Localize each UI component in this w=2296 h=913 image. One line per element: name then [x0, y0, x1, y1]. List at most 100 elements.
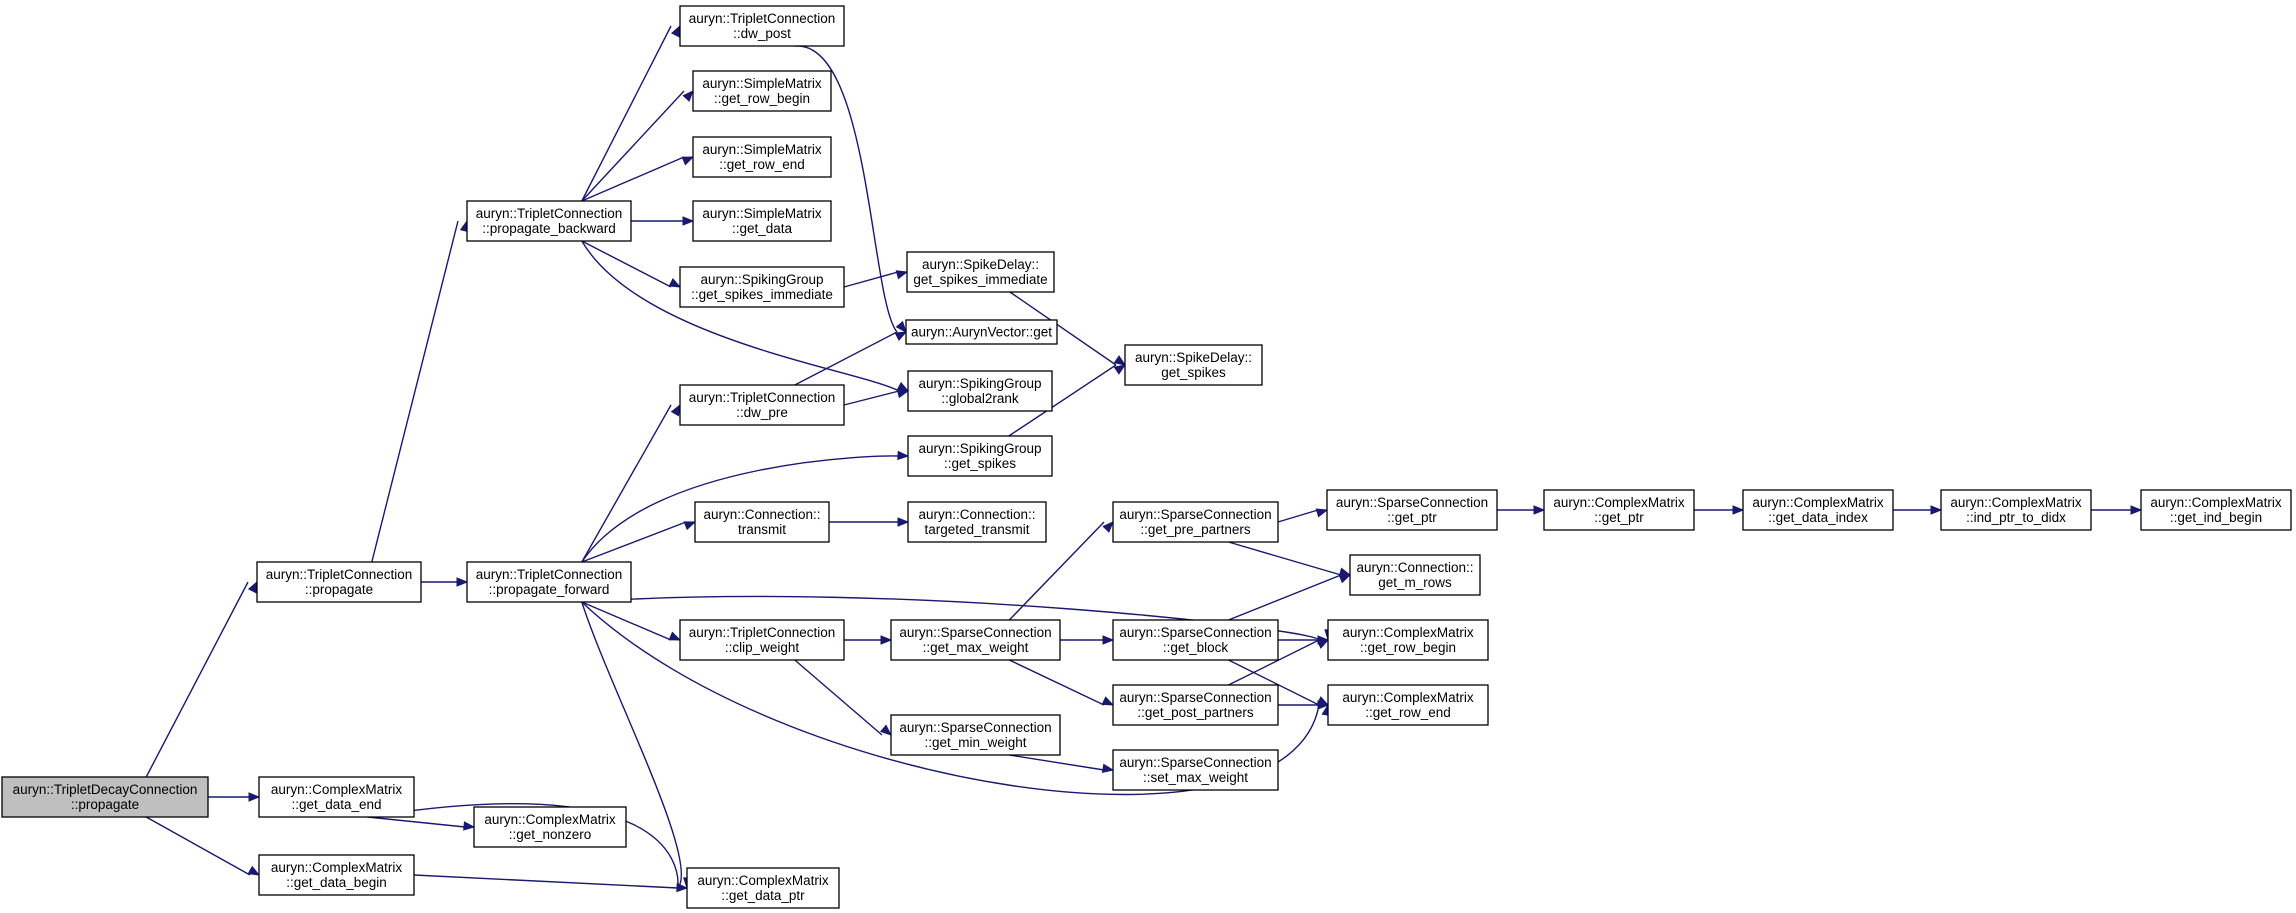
arrowhead — [896, 388, 910, 399]
node-label-line: auryn::SpikeDelay:: — [922, 257, 1039, 272]
function-node-sg-get-spikes[interactable]: auryn::SpikingGroup::get_spikes — [907, 435, 1053, 477]
node-label-line: auryn::TripletConnection — [266, 567, 413, 582]
call-edge — [145, 581, 249, 778]
function-node-cm-get-row-begin[interactable]: auryn::ComplexMatrix::get_row_begin — [1327, 619, 1489, 661]
arrowhead — [456, 577, 469, 587]
arrowhead — [1315, 508, 1329, 518]
function-node-conn-transmit[interactable]: auryn::Connection::transmit — [694, 501, 830, 543]
node-label-line: auryn::Connection:: — [918, 507, 1035, 522]
arrowhead — [895, 270, 909, 280]
node-label-line: auryn::SparseConnection — [1119, 755, 1271, 770]
node-label-line: ::get_post_partners — [1137, 705, 1254, 720]
function-node-cm-get-data-begin[interactable]: auryn::ComplexMatrix::get_data_begin — [258, 854, 415, 896]
arrowhead — [683, 521, 697, 531]
node-box — [907, 370, 1053, 412]
function-node-cm-get-data-ptr[interactable]: auryn::ComplexMatrix::get_data_ptr — [686, 867, 840, 909]
node-label-line: auryn::ComplexMatrix — [1553, 495, 1685, 510]
call-edge — [581, 595, 1320, 641]
call-edge — [843, 271, 899, 288]
node-label-line: auryn::ComplexMatrix — [271, 860, 403, 875]
function-node-sc-get-post-partners[interactable]: auryn::SparseConnection::get_post_partne… — [1112, 684, 1279, 726]
node-label-line: ::get_spikes_immediate — [691, 287, 833, 302]
node-label-line: ::get_ptr — [1387, 510, 1437, 525]
node-label-line: ::get_data — [732, 221, 793, 236]
call-edge — [1228, 541, 1342, 576]
function-node-tc-propagate-backward[interactable]: auryn::TripletConnection::propagate_back… — [466, 200, 632, 242]
node-label-line: auryn::SparseConnection — [899, 720, 1051, 735]
function-node-tc-dw-post[interactable]: auryn::TripletConnection::dw_post — [679, 5, 845, 47]
node-box — [890, 619, 1061, 661]
function-node-av-get[interactable]: auryn::AurynVector::get — [905, 319, 1058, 345]
node-label-line: ::propagate_backward — [482, 221, 616, 236]
arrowhead — [879, 724, 893, 736]
arrowhead — [247, 865, 261, 876]
function-node-sg-get-spikes-immediate[interactable]: auryn::SpikingGroup::get_spikes_immediat… — [679, 266, 845, 308]
node-box — [907, 435, 1053, 477]
function-node-tc-clip-weight[interactable]: auryn::TripletConnection::clip_weight — [679, 619, 845, 661]
node-box — [258, 776, 415, 818]
function-node-sc-get-pre-partners[interactable]: auryn::SparseConnection::get_pre_partner… — [1112, 501, 1279, 543]
arrowhead — [1101, 763, 1115, 774]
node-box — [692, 200, 832, 242]
node-label-line: ::get_spikes — [944, 456, 1016, 471]
function-node-cm-get-row-end[interactable]: auryn::ComplexMatrix::get_row_end — [1327, 684, 1489, 726]
call-edges — [145, 24, 2143, 893]
node-label-line: targeted_transmit — [924, 522, 1029, 537]
function-node-sc-get-min-weight[interactable]: auryn::SparseConnection::get_min_weight — [890, 714, 1061, 756]
node-box — [679, 266, 845, 308]
function-node-cm-ind-ptr-to-didx[interactable]: auryn::ComplexMatrix::ind_ptr_to_didx — [1940, 489, 2092, 531]
function-node-sd-get-spikes-immediate[interactable]: auryn::SpikeDelay::get_spikes_immediate — [906, 251, 1055, 293]
node-box — [1742, 489, 1894, 531]
function-node-conn-get-m-rows[interactable]: auryn::Connection::get_m_rows — [1349, 554, 1481, 596]
node-label-line: ::get_row_begin — [714, 91, 810, 106]
function-node-conn-targeted-transmit[interactable]: auryn::Connection::targeted_transmit — [907, 501, 1047, 543]
node-label-line: ::global2rank — [941, 391, 1019, 406]
node-label-line: auryn::SimpleMatrix — [702, 76, 822, 91]
function-node-sm-get-row-begin[interactable]: auryn::SimpleMatrix::get_row_begin — [692, 70, 832, 112]
node-label-line: auryn::SparseConnection — [899, 625, 1051, 640]
function-node-cm-get-ind-begin[interactable]: auryn::ComplexMatrix::get_ind_begin — [2140, 489, 2292, 531]
call-edge — [843, 390, 900, 406]
arrowhead — [1338, 574, 1352, 584]
call-edge — [145, 816, 251, 876]
function-node-cm-get-nonzero[interactable]: auryn::ComplexMatrix::get_nonzero — [473, 806, 627, 848]
function-node-sg-global2rank[interactable]: auryn::SpikingGroup::global2rank — [907, 370, 1053, 412]
function-node-cm-get-data-end[interactable]: auryn::ComplexMatrix::get_data_end — [258, 776, 415, 818]
function-node-sc-get-block[interactable]: auryn::SparseConnection::get_block — [1112, 619, 1279, 661]
node-label-line: auryn::TripletConnection — [689, 390, 836, 405]
function-node-tc-propagate[interactable]: auryn::TripletConnection::propagate — [256, 561, 422, 603]
node-label-line: ::get_row_end — [1365, 705, 1451, 720]
node-label-line: ::get_data_index — [1768, 510, 1868, 525]
function-node-tc-propagate-forward[interactable]: auryn::TripletConnection::propagate_forw… — [466, 561, 632, 603]
call-edge — [1228, 574, 1342, 621]
node-box — [1327, 684, 1489, 726]
function-node-sm-get-data[interactable]: auryn::SimpleMatrix::get_data — [692, 200, 832, 242]
node-label-line: auryn::ComplexMatrix — [2150, 495, 2282, 510]
function-node-sd-get-spikes[interactable]: auryn::SpikeDelay::get_spikes — [1124, 344, 1263, 386]
function-node-tc-dw-pre[interactable]: auryn::TripletConnection::dw_pre — [679, 384, 845, 426]
call-edge — [581, 90, 685, 202]
function-node-sm-get-row-end[interactable]: auryn::SimpleMatrix::get_row_end — [692, 136, 832, 178]
node-label-line: auryn::SparseConnection — [1336, 495, 1488, 510]
node-label-line: ::get_max_weight — [923, 640, 1029, 655]
node-label-line: auryn::SpikingGroup — [700, 272, 823, 287]
arrowhead — [897, 450, 910, 461]
node-box — [679, 5, 845, 47]
node-label-line: ::propagate — [71, 797, 139, 812]
node-label-line: ::get_data_begin — [286, 875, 387, 890]
function-node-cm-get-ptr[interactable]: auryn::ComplexMatrix::get_ptr — [1543, 489, 1695, 531]
node-box — [1112, 749, 1279, 791]
function-node-sc-get-ptr[interactable]: auryn::SparseConnection::get_ptr — [1326, 489, 1498, 531]
arrowhead — [668, 631, 682, 641]
node-label-line: auryn::ComplexMatrix — [1950, 495, 2082, 510]
function-node-root[interactable]: auryn::TripletDecayConnection::propagate — [1, 776, 209, 818]
node-label-line: auryn::SpikingGroup — [918, 441, 1041, 456]
call-edge — [581, 601, 672, 641]
function-node-cm-get-data-index[interactable]: auryn::ComplexMatrix::get_data_index — [1742, 489, 1894, 531]
function-node-sc-get-max-weight[interactable]: auryn::SparseConnection::get_max_weight — [890, 619, 1061, 661]
node-box — [466, 561, 632, 603]
node-label-line: auryn::ComplexMatrix — [1342, 625, 1474, 640]
function-node-sc-set-max-weight[interactable]: auryn::SparseConnection::set_max_weight — [1112, 749, 1279, 791]
arrowhead — [668, 277, 682, 288]
